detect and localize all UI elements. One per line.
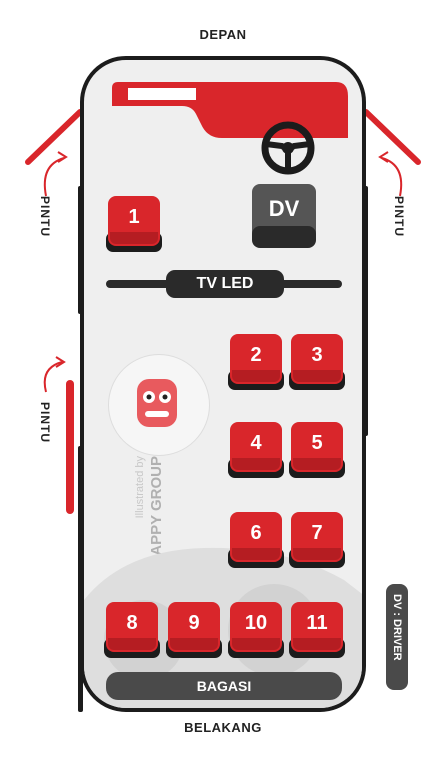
seat-6[interactable]: 6 [228,512,284,570]
seat-10[interactable]: 10 [228,602,284,660]
seat-number: 6 [250,522,262,544]
door-label-middle: PINTU [38,402,52,443]
watermark-logo [108,354,210,456]
driver-legend: DV : DRIVER [386,584,408,690]
steering-wheel-icon [261,121,315,175]
seat-number: 9 [188,612,200,634]
seat-number: 5 [311,432,323,454]
seat-2[interactable]: 2 [228,334,284,392]
middle-door-marker [66,380,74,514]
windshield [112,82,348,138]
seat-number: 2 [250,344,262,366]
seat-number: 7 [311,522,323,544]
door-label-front-left: PINTU [38,196,52,237]
seat-4[interactable]: 4 [228,422,284,480]
seat-5[interactable]: 5 [289,422,345,480]
seat-9[interactable]: 9 [166,602,222,660]
seat-11[interactable]: 11 [289,602,345,660]
tv-led-label: TV LED [166,270,284,298]
baggage-area: BAGASI [106,672,342,700]
door-label-front-right: PINTU [392,196,406,237]
back-label: BELAKANG [184,720,262,735]
seat-7[interactable]: 7 [289,512,345,570]
right-wall-segment [363,186,368,436]
front-label: DEPAN [199,27,247,42]
seat-number: 11 [306,612,328,634]
seat-number: 10 [244,612,268,634]
left-wall-segment [78,186,83,314]
driver-seat: DV [252,184,316,250]
seat-number: 3 [311,344,323,366]
driver-legend-text: DV : DRIVER [391,594,403,661]
seat-3[interactable]: 3 [289,334,345,392]
seat-1[interactable]: 1 [106,196,162,254]
seat-number: 8 [126,612,138,634]
left-wall-segment-rear [78,446,83,712]
seat-8[interactable]: 8 [104,602,160,660]
seat-number: 4 [250,432,262,454]
seat-number: 1 [128,206,140,228]
driver-seat-label: DV [268,196,300,221]
